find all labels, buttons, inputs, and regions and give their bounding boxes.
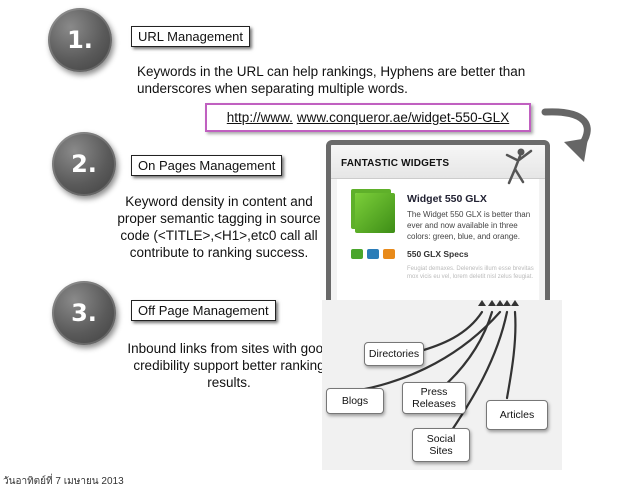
cube-icon [355, 193, 395, 233]
url-prefix: http://www. [226, 110, 293, 125]
description-line: code (<TITLE>,<H1>,etc0 call all [120, 228, 318, 243]
link-diagram: Directories Blogs Press Releases Article… [322, 300, 562, 470]
description-line: proper semantic tagging in source [117, 211, 321, 226]
description-line: credibility support better ranking [133, 358, 325, 373]
description-line: Inbound links from sites with good [127, 341, 331, 356]
node-blogs: Blogs [326, 388, 384, 414]
node-directories: Directories [364, 342, 424, 366]
node-social-sites-label: Social Sites [426, 433, 456, 457]
section-title-off-page-management: Off Page Management [131, 300, 276, 321]
product-description: The Widget 550 GLX is better than ever a… [407, 210, 531, 241]
swatch-orange [383, 249, 395, 259]
inbound-arrows-icon [358, 300, 519, 432]
step-number-2: 2. [52, 132, 116, 196]
description-line: results. [207, 375, 251, 390]
section-description-3: Inbound links from sites with good credi… [122, 340, 336, 391]
description-line: contribute to ranking success. [129, 245, 309, 260]
example-url: http://www. www.conqueror.ae/widget-550-… [205, 103, 531, 132]
product-fine-print: Feugiat demaxes. Delenevis illum esse br… [407, 266, 534, 280]
shot-body: Widget 550 GLX The Widget 550 GLX is bet… [337, 179, 539, 301]
node-social-sites: Social Sites [412, 428, 470, 462]
product-specs-title: 550 GLX Specs [407, 249, 469, 259]
node-articles: Articles [486, 400, 548, 430]
section-title-on-pages-management: On Pages Management [131, 155, 283, 176]
description-line: underscores when separating multiple wor… [137, 81, 408, 96]
section-description-1: Keywords in the URL can help rankings, H… [137, 63, 537, 97]
section-description-2: Keyword density in content and proper se… [112, 193, 326, 261]
figure-icon [505, 148, 533, 185]
curved-arrow-icon [541, 108, 591, 162]
section-title-url-management: URL Management [131, 26, 251, 47]
step-number-1: 1. [48, 8, 112, 72]
product-page-screenshot: FANTASTIC WIDGETS Widget 550 GLX The Wid… [326, 140, 550, 306]
url-path: www.conqueror.ae/widget-550-GLX [296, 110, 510, 125]
description-line: Keywords in the URL can help rankings, H… [137, 64, 526, 79]
product-title: Widget 550 GLX [407, 193, 487, 205]
step-number-3: 3. [52, 281, 116, 345]
shot-header: FANTASTIC WIDGETS [331, 145, 545, 179]
swatch-blue [367, 249, 379, 259]
node-press-releases: Press Releases [402, 382, 466, 414]
footer-date: วันอาทิตย์ที่ 7 เมษายน 2013 [3, 476, 124, 487]
description-line: Keyword density in content and [125, 194, 313, 209]
node-press-releases-label: Press Releases [412, 386, 456, 410]
swatch-green [351, 249, 363, 259]
